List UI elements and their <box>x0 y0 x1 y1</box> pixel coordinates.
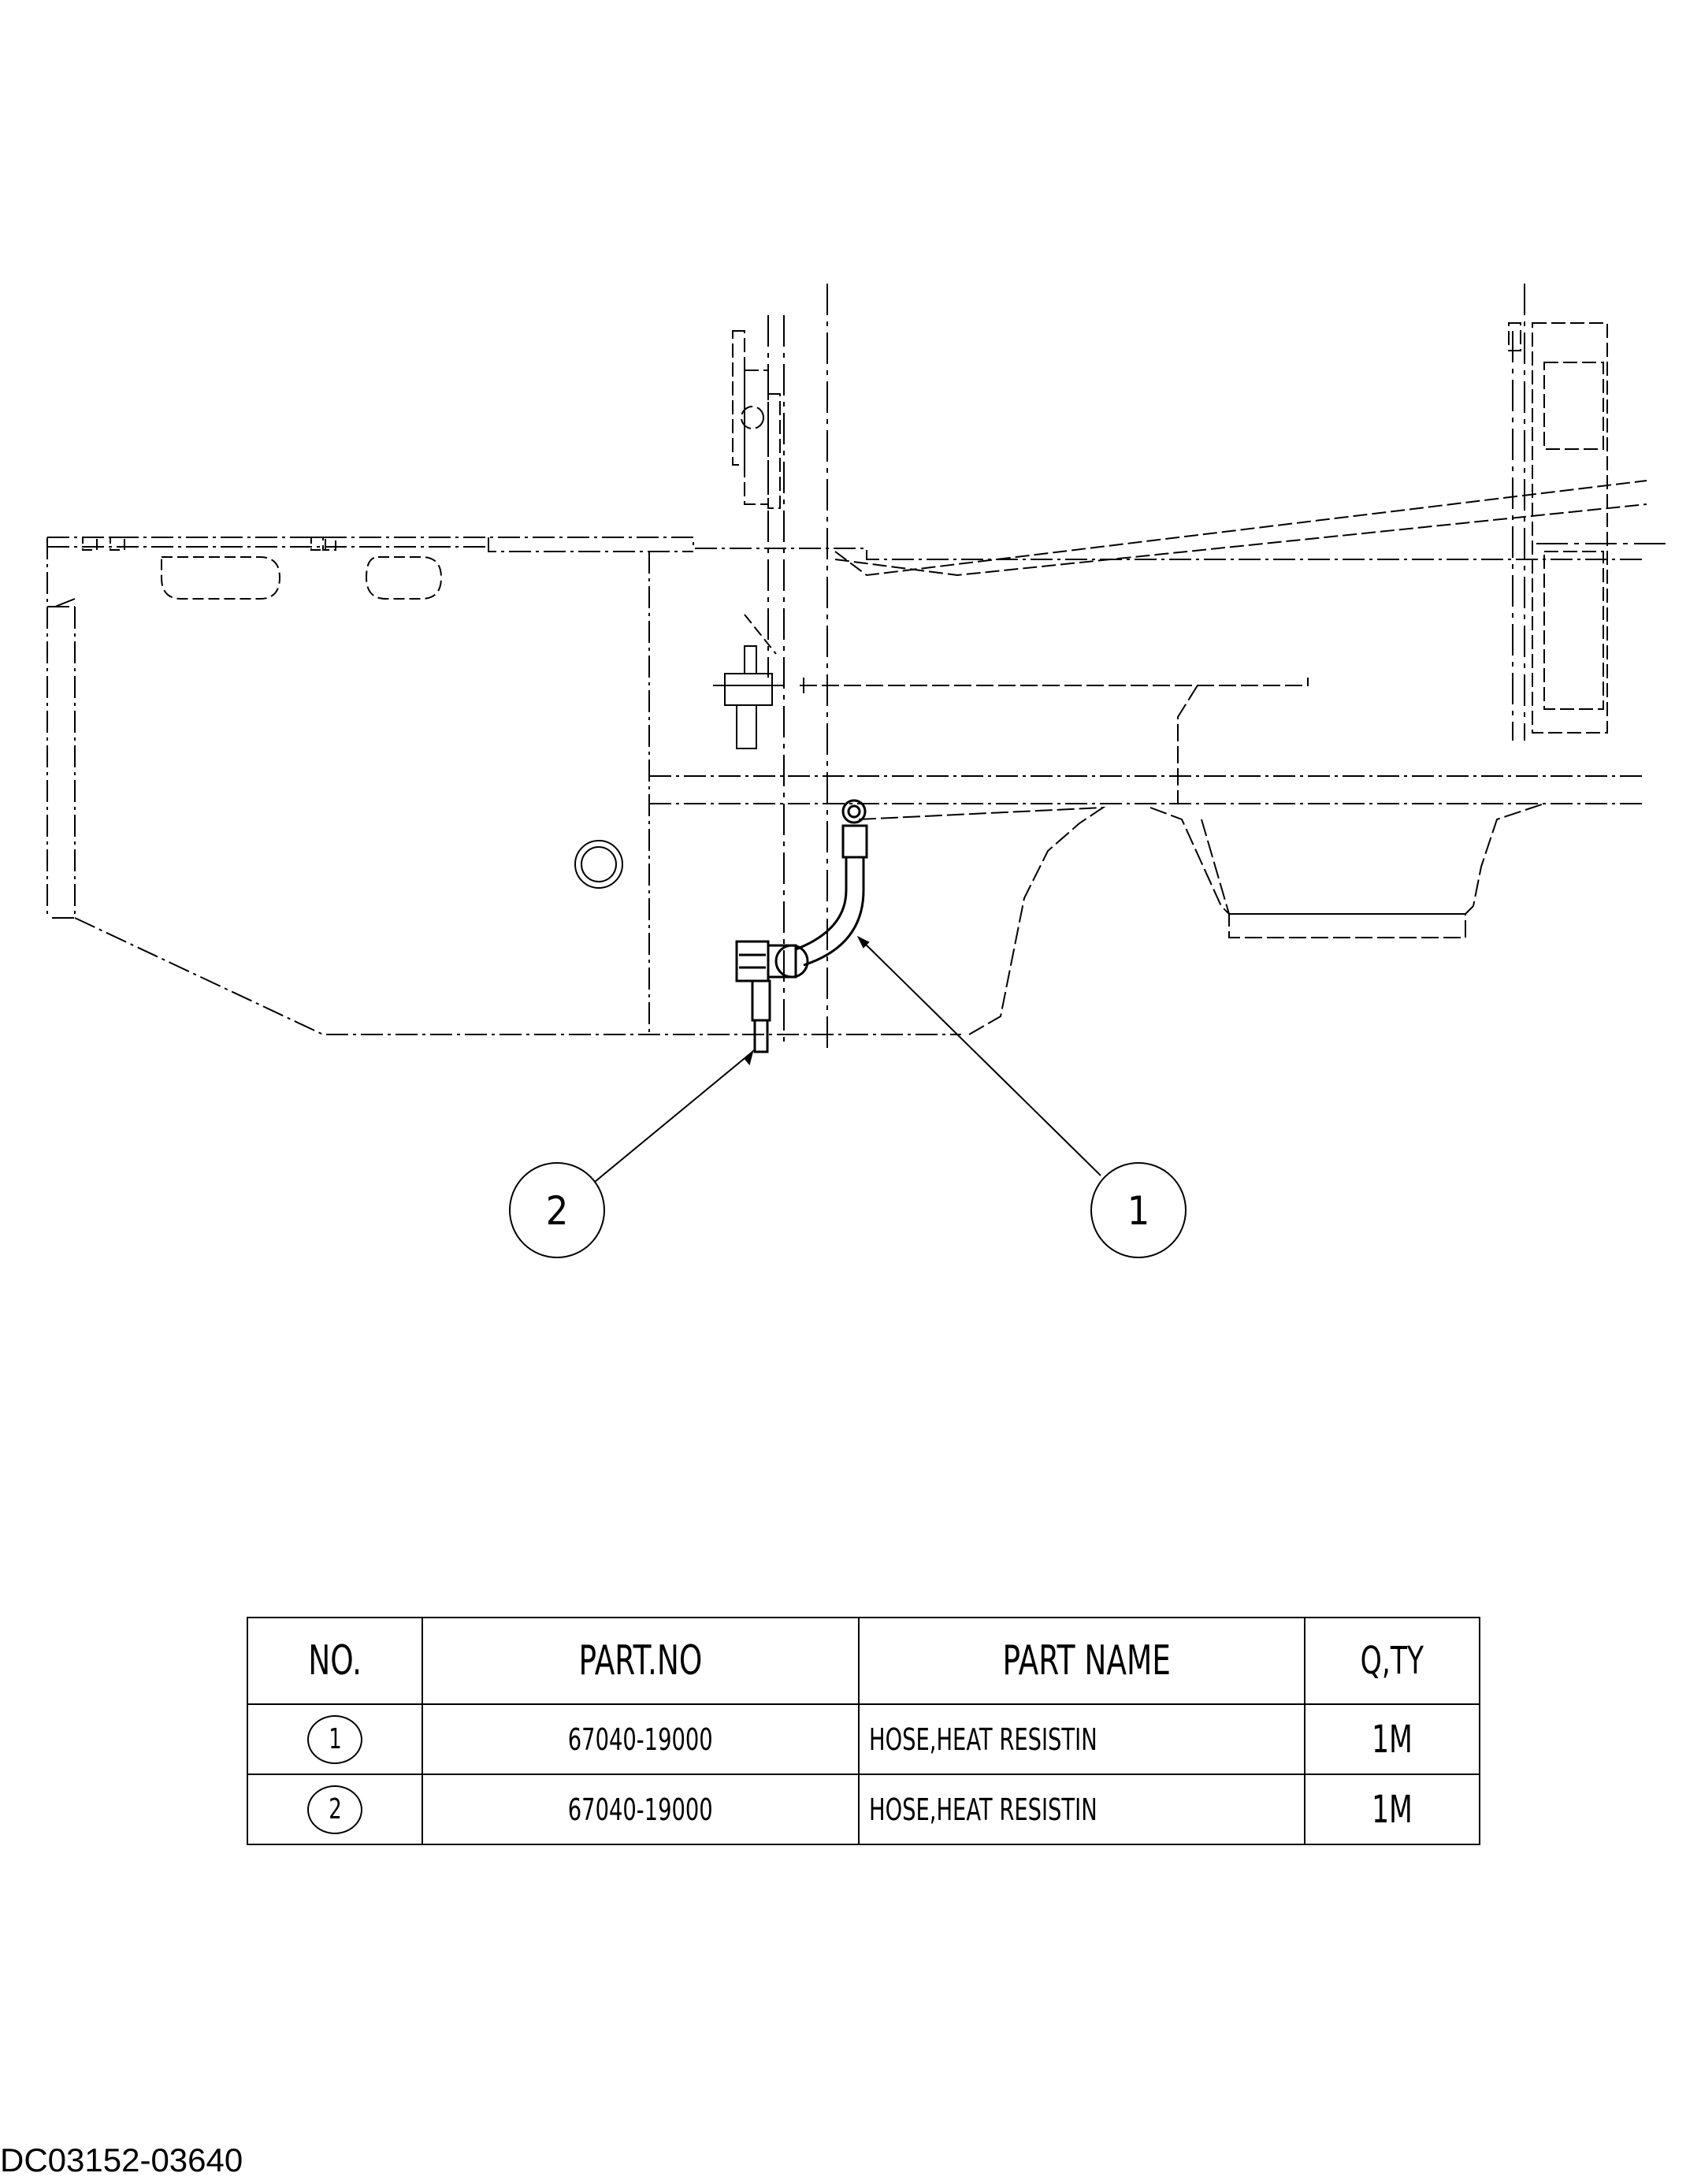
center-lines <box>767 284 1670 1048</box>
upper-fitting <box>713 614 784 749</box>
row-no: 1 <box>247 1703 423 1775</box>
top-tabs <box>82 537 443 600</box>
table-row: 2 67040-19000 HOSE,HEAT RESISTIN 1M <box>247 1774 1480 1845</box>
hose-item-2-fitting[interactable] <box>735 940 809 1053</box>
callout-circle-2[interactable] <box>509 1162 605 1258</box>
table-header-row: NO. PART.NO PART NAME Q,TY <box>247 1617 1480 1705</box>
upper-bracket <box>732 330 1647 577</box>
right-block <box>1508 322 1608 734</box>
row-qty: 1M <box>1304 1703 1480 1775</box>
parts-table: NO. PART.NO PART NAME Q,TY 1 67040-19000… <box>247 1617 1480 1845</box>
row-no: 2 <box>247 1774 423 1845</box>
left-frame <box>46 537 1647 1035</box>
lower-casting <box>800 678 1545 1035</box>
leader-lines <box>594 937 1101 1183</box>
header-part-name: PART NAME <box>858 1617 1305 1705</box>
row-part-no: 67040-19000 <box>422 1774 860 1845</box>
row-part-no: 67040-19000 <box>422 1703 860 1775</box>
callout-label-2: 2 <box>546 1188 569 1234</box>
leader-arrow-1 <box>856 935 870 949</box>
table-row: 1 67040-19000 HOSE,HEAT RESISTIN 1M <box>247 1703 1480 1775</box>
document-code: DC03152-03640 <box>0 2141 243 2178</box>
row-part-name: HOSE,HEAT RESISTIN <box>858 1703 1305 1775</box>
row-part-name: HOSE,HEAT RESISTIN <box>858 1774 1305 1845</box>
leader-arrow-2 <box>744 1049 754 1066</box>
callout-circle-1[interactable] <box>1090 1162 1187 1258</box>
hose-item-1[interactable] <box>795 799 868 967</box>
header-no: NO. <box>247 1617 423 1705</box>
header-qty: Q,TY <box>1304 1617 1480 1705</box>
callout-label-1: 1 <box>1127 1188 1150 1234</box>
round-plug <box>574 840 623 889</box>
header-part-no: PART.NO <box>422 1617 860 1705</box>
row-qty: 1M <box>1304 1774 1480 1845</box>
